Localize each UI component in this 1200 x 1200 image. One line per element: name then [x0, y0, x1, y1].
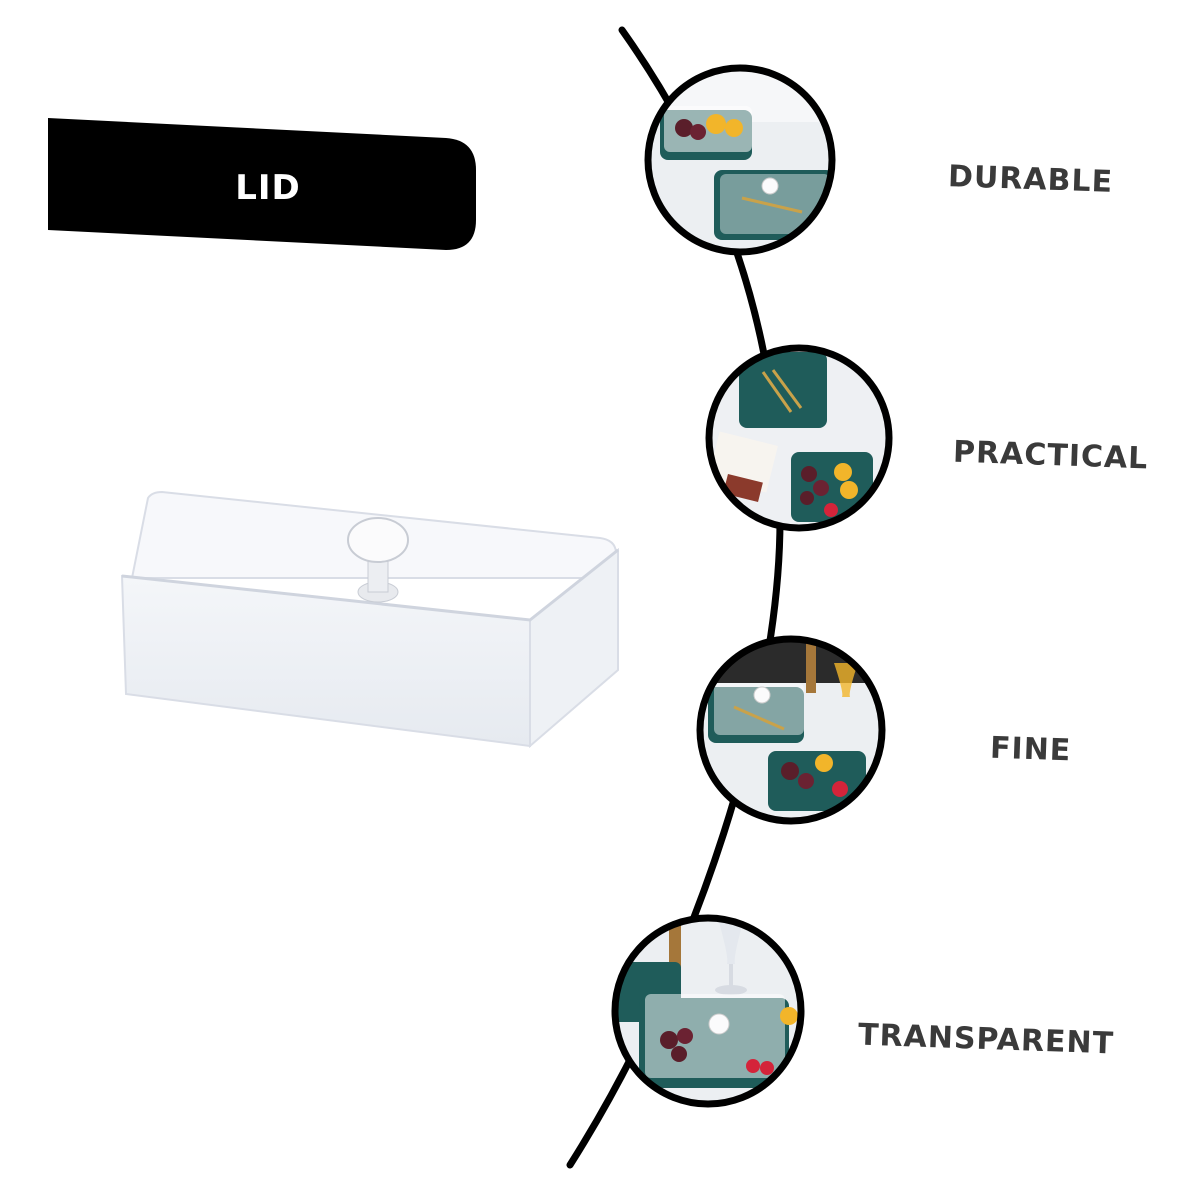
feature-label-practical: PRACTICAL [952, 434, 1149, 477]
lid-product-image [120, 490, 619, 749]
fine-thumbnail [696, 635, 886, 825]
feature-label-fine: FINE [989, 730, 1072, 769]
durable-thumbnail [644, 64, 836, 256]
practical-thumbnail [705, 344, 893, 532]
transparent-thumbnail [611, 914, 805, 1108]
banner-title: LID [235, 168, 301, 208]
feature-label-durable: DURABLE [947, 159, 1114, 200]
title-banner: LID [48, 118, 476, 250]
